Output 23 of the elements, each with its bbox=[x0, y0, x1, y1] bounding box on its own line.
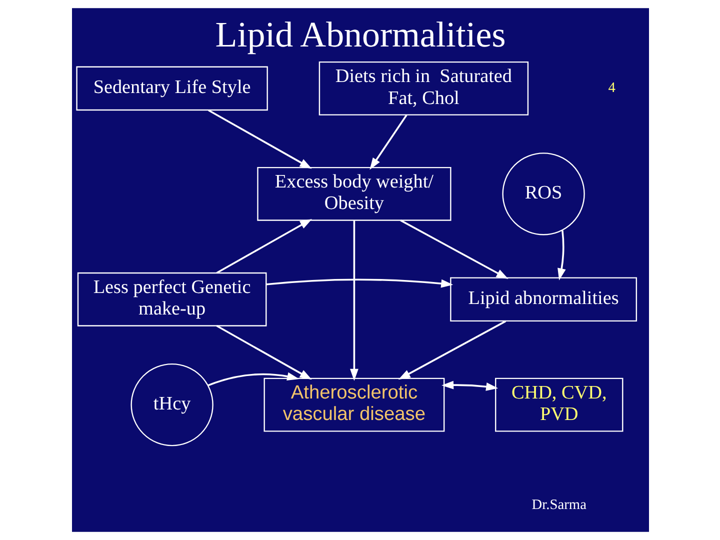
arrow bbox=[400, 220, 508, 280]
node-circle: tHcy bbox=[130, 363, 213, 446]
node-box: CHD, CVD, PVD bbox=[494, 378, 623, 432]
node-box: Diets rich in Saturated Fat, Chol bbox=[318, 62, 528, 116]
arrow bbox=[216, 324, 312, 380]
arrow bbox=[557, 230, 566, 280]
arrow bbox=[216, 218, 312, 274]
node-circle: ROS bbox=[502, 152, 584, 236]
node-box: Atherosclerotic vascular disease bbox=[263, 378, 444, 432]
arrow bbox=[369, 114, 407, 170]
node-box: Excess body weight/ Obesity bbox=[256, 166, 451, 221]
diagram-title: Lipid Abnormalities bbox=[214, 14, 506, 55]
arrow bbox=[398, 320, 506, 380]
arrow bbox=[208, 109, 312, 169]
arrow bbox=[441, 380, 498, 391]
node-box: Lipid abnormalities bbox=[450, 277, 637, 322]
arrow bbox=[266, 278, 453, 288]
label: 4 bbox=[608, 80, 615, 96]
node-box: Less perfect Genetic make-up bbox=[76, 272, 266, 326]
arrow bbox=[350, 220, 358, 381]
node-box: Sedentary Life Style bbox=[76, 66, 268, 111]
label: Dr.Sarma bbox=[531, 497, 586, 514]
arrow bbox=[207, 372, 299, 386]
